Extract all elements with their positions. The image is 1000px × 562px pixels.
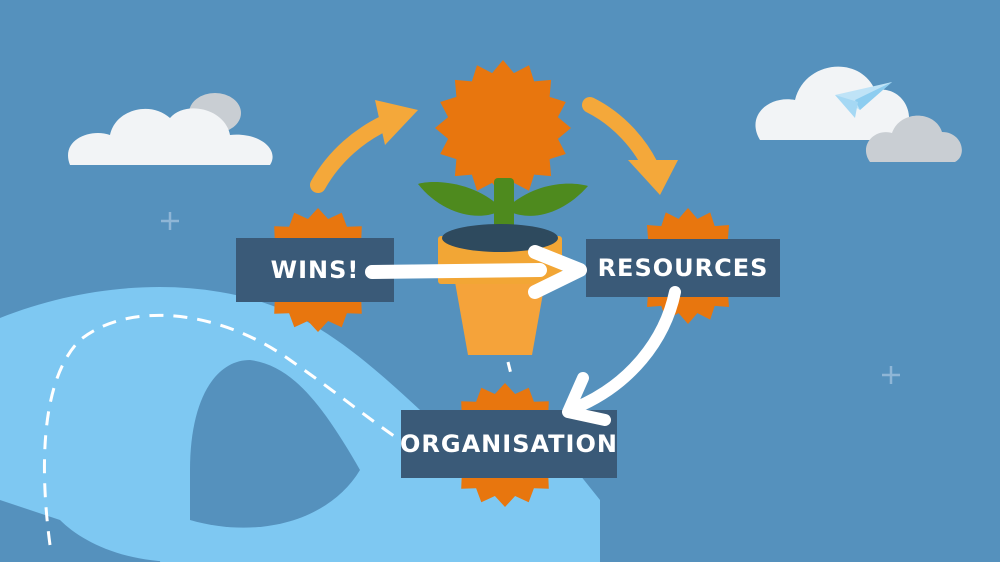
cloud-right	[755, 66, 962, 162]
leaf-right	[510, 183, 588, 216]
plus-icon	[161, 212, 179, 230]
wins-label-box: WINS!	[236, 238, 394, 302]
plus-icon	[882, 366, 900, 384]
cycle-arrow-left-head	[375, 100, 418, 145]
river-dashed-path-2	[506, 361, 514, 379]
organisation-label: ORGANISATION	[400, 430, 618, 458]
flower-pot	[438, 224, 562, 355]
cloud-left	[68, 93, 273, 165]
organisation-label-box: ORGANISATION	[400, 410, 618, 478]
wins-label: WINS!	[270, 256, 360, 284]
resources-label-box: RESOURCES	[586, 239, 780, 297]
cycle-arrow-right	[582, 97, 658, 173]
leaf-left	[418, 182, 498, 216]
resources-label: RESOURCES	[597, 254, 769, 282]
river-inner-curve	[190, 360, 360, 528]
paper-plane-icon	[835, 82, 892, 118]
cycle-arrow-right-head	[628, 160, 678, 195]
cycle-arrow-left	[310, 115, 393, 193]
flower-big	[435, 60, 571, 196]
flower-stem	[494, 178, 514, 236]
river-dashed-path	[42, 313, 401, 546]
